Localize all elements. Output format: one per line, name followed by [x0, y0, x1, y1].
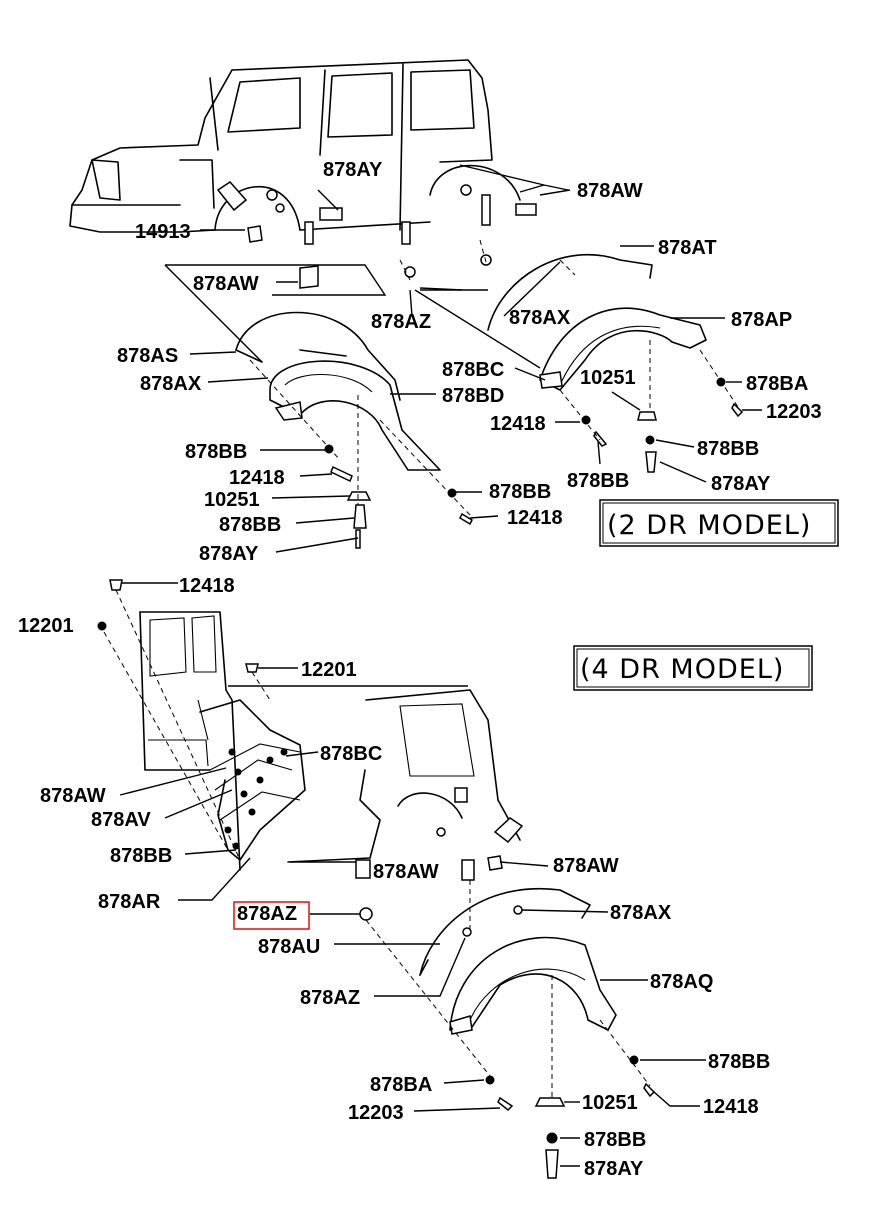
four-door-fasteners — [97, 579, 656, 1179]
callout-10251: 10251 — [204, 489, 260, 511]
callout-878as: 878AS — [117, 345, 178, 367]
callout-12201: 12201 — [18, 615, 74, 637]
callout-878ar: 878AR — [98, 891, 161, 913]
four-door-labels: 12418 12201 12201 878BC 878AW 878AV 878B… — [18, 575, 770, 1180]
callout-878ax: 878AX — [610, 902, 672, 924]
callout-878bb: 878BB — [185, 441, 247, 463]
callout-878ay: 878AY — [199, 543, 259, 565]
two-door-leader-lines — [189, 189, 762, 553]
callout-878az: 878AZ — [371, 311, 431, 333]
four-door-side-panel — [139, 611, 468, 871]
callout-878aw: 878AW — [40, 785, 106, 807]
callout-12418: 12418 — [179, 575, 235, 597]
callout-12418: 12418 — [229, 467, 285, 489]
callout-12203: 12203 — [766, 401, 822, 423]
callout-878bb: 878BB — [489, 481, 551, 503]
callout-878bb: 878BB — [708, 1051, 770, 1073]
callout-878bb: 878BB — [567, 470, 629, 492]
callout-878bb: 878BB — [110, 845, 172, 867]
callout-878ay: 878AY — [711, 473, 771, 495]
two-door-model-label: (2 DR MODEL) — [607, 510, 811, 541]
two-door-labels: 878AY 878AW 14913 878AT 878AW 878AX 878A… — [117, 159, 822, 565]
callout-878ay: 878AY — [584, 1158, 644, 1180]
four-door-dashed-lines — [103, 589, 651, 1098]
callout-878ax: 878AX — [509, 307, 571, 329]
callout-12418: 12418 — [490, 413, 546, 435]
callout-878az-highlighted: 878AZ — [237, 903, 297, 925]
callout-878ay: 878AY — [323, 159, 383, 181]
callout-878bb: 878BB — [584, 1129, 646, 1151]
callout-12201: 12201 — [301, 659, 357, 681]
four-door-model-label: (4 DR MODEL) — [580, 654, 784, 685]
callout-878bc: 878BC — [442, 359, 504, 381]
callout-878ba: 878BA — [746, 373, 808, 395]
two-door-model-badge: (2 DR MODEL) — [599, 499, 839, 547]
callout-878bb: 878BB — [219, 514, 281, 536]
four-door-inner-fender — [419, 887, 617, 1035]
callout-878ax: 878AX — [140, 373, 202, 395]
two-door-front-mudguard — [235, 311, 441, 471]
two-door-bracket-lines — [164, 164, 569, 369]
callout-12418: 12418 — [703, 1096, 759, 1118]
callout-10251: 10251 — [582, 1092, 638, 1114]
callout-878aw: 878AW — [193, 273, 259, 295]
callout-878bd: 878BD — [442, 385, 504, 407]
callout-878bc: 878BC — [320, 743, 382, 765]
callout-878ba: 878BA — [370, 1074, 432, 1096]
callout-10251: 10251 — [580, 367, 636, 389]
callout-878aq: 878AQ — [650, 971, 713, 993]
callout-878ap: 878AP — [731, 309, 792, 331]
callout-12203: 12203 — [348, 1102, 404, 1124]
two-door-fasteners — [324, 377, 744, 549]
two-door-rear-mudguard — [487, 254, 707, 391]
callout-878aw: 878AW — [373, 861, 439, 883]
callout-878aw: 878AW — [553, 855, 619, 877]
four-door-model-badge: (4 DR MODEL) — [573, 645, 813, 691]
callout-878av: 878AV — [91, 809, 151, 831]
callout-878az: 878AZ — [300, 987, 360, 1009]
callout-878au: 878AU — [258, 936, 320, 958]
callout-878at: 878AT — [658, 237, 717, 259]
two-door-vehicle-body — [69, 59, 537, 289]
callout-12418: 12418 — [507, 507, 563, 529]
highlight-box — [233, 901, 310, 930]
callout-14913: 14913 — [135, 221, 191, 243]
two-door-dashed-lines — [249, 239, 741, 516]
four-door-leader-lines — [119, 582, 706, 1167]
callout-878bb: 878BB — [697, 438, 759, 460]
four-door-rear-body — [287, 689, 524, 881]
callout-878aw: 878AW — [577, 180, 643, 202]
